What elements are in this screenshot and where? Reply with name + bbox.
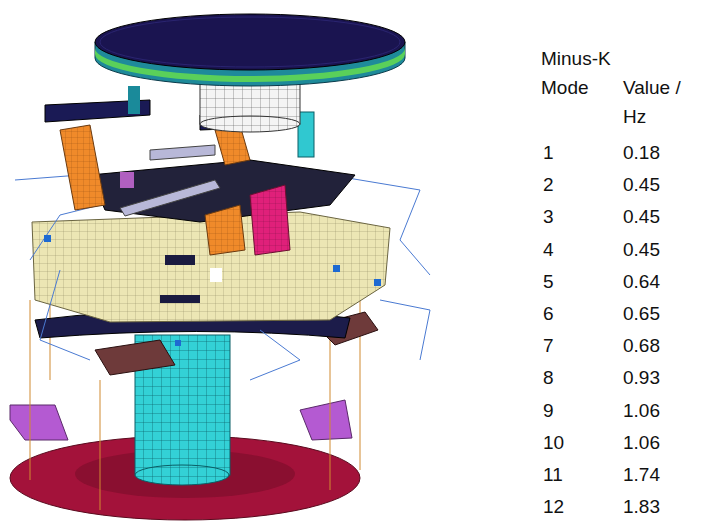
frequency-value: 0.45 bbox=[623, 202, 660, 231]
frequency-value: 1.06 bbox=[623, 396, 660, 425]
mode-number: 5 bbox=[543, 267, 554, 296]
mode-number: 9 bbox=[543, 396, 554, 425]
frequency-value: 0.65 bbox=[623, 299, 660, 328]
bar bbox=[150, 145, 215, 160]
mode-number: 2 bbox=[543, 170, 554, 199]
mode-number: 6 bbox=[543, 299, 554, 328]
mode-number: 4 bbox=[543, 235, 554, 264]
flexure bbox=[250, 185, 290, 255]
mode-number: 10 bbox=[543, 428, 564, 457]
frequency-value: 1.83 bbox=[623, 492, 660, 521]
bracket bbox=[120, 172, 134, 188]
mode-number: 8 bbox=[543, 363, 554, 392]
frequency-value: 0.45 bbox=[623, 170, 660, 199]
plate bbox=[95, 340, 175, 375]
table-header: Value / Hz bbox=[623, 73, 689, 131]
frequency-value: 0.68 bbox=[623, 331, 660, 360]
frequency-value: 0.93 bbox=[623, 363, 660, 392]
frequency-value: 1.74 bbox=[623, 460, 660, 489]
flexure bbox=[60, 125, 105, 210]
mode-number: 3 bbox=[543, 202, 554, 231]
frequency-value: 0.45 bbox=[623, 235, 660, 264]
bracket bbox=[128, 86, 140, 114]
bracket bbox=[10, 405, 68, 440]
mode-number: 12 bbox=[543, 492, 564, 521]
table-header: Mode bbox=[541, 73, 589, 102]
frequency-value: 0.18 bbox=[623, 138, 660, 167]
table-title: Minus-K bbox=[541, 44, 611, 73]
mode-number: 11 bbox=[543, 460, 563, 489]
bracket bbox=[300, 400, 352, 440]
top-plate bbox=[95, 14, 405, 86]
mode-number: 1 bbox=[543, 138, 554, 167]
mode-number: 7 bbox=[543, 331, 554, 360]
frequency-value: 1.06 bbox=[623, 428, 660, 457]
frequency-value: 0.64 bbox=[623, 267, 660, 296]
flexure bbox=[205, 205, 245, 255]
bar bbox=[120, 180, 220, 216]
